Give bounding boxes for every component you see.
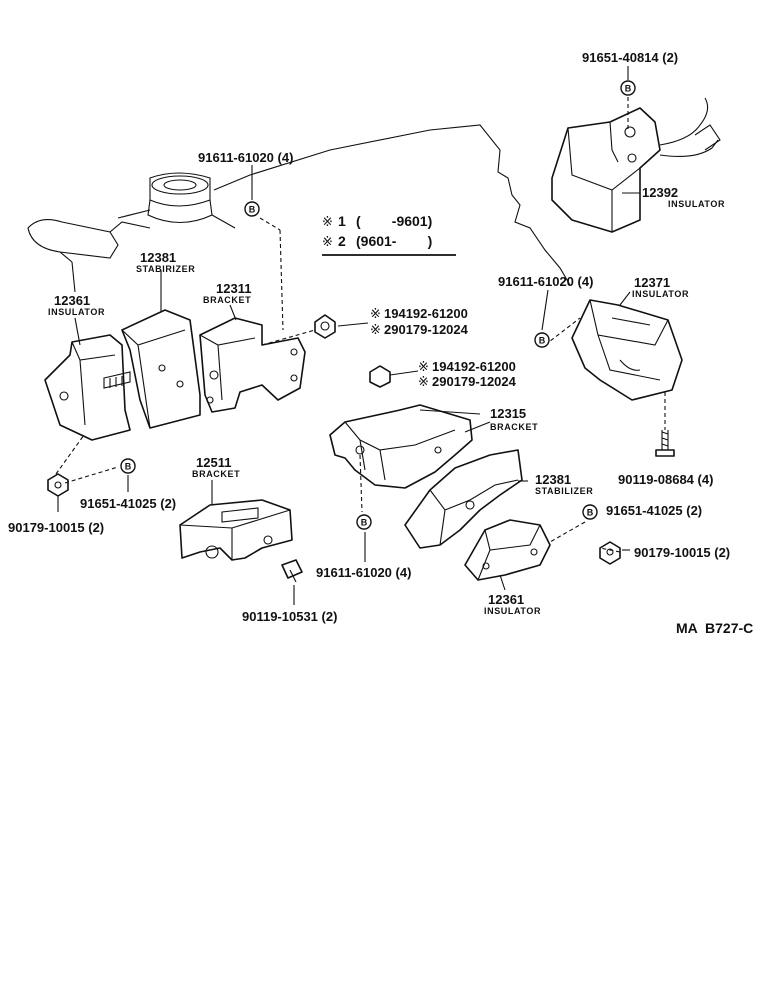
svg-text:B: B [361, 518, 368, 528]
label-90179-left: 90179-10015 (2) [8, 520, 104, 535]
ref-b-circle-1: B [620, 80, 636, 96]
leader-lines [55, 66, 666, 605]
ref-b-circle-6: B [582, 504, 598, 520]
bracket-12315-drawing [329, 404, 473, 489]
engine-block-outline [27, 124, 571, 286]
bolt-90119-08684-drawing [655, 430, 675, 457]
insulator-12361-right-drawing [464, 519, 551, 581]
svg-text:B: B [625, 84, 632, 94]
label-alt-upper-1: 194192-61200 [384, 306, 468, 321]
label-12315: 12315 [490, 406, 526, 421]
svg-text:B: B [249, 205, 256, 215]
label-12311: 12311 [216, 281, 251, 296]
label-12361-left: 12361 [54, 293, 90, 308]
nut-lower-drawing [369, 365, 391, 388]
figure-code: MA B727-C [676, 620, 753, 636]
legend-range-1: ( -9601) [356, 213, 432, 229]
stabilizer-12381-right-drawing [404, 449, 523, 549]
label-90179-right: 90179-10015 (2) [634, 545, 730, 560]
ref-b-circle-5: B [356, 514, 372, 530]
label-12371-name: INSULATOR [632, 289, 689, 299]
insulator-12392-drawing [551, 97, 721, 233]
svg-text:B: B [539, 336, 546, 346]
label-12381-right: 12381 [535, 472, 571, 487]
svg-text:B: B [125, 462, 132, 472]
part-labels: 91651-40814 (2) 12392 INSULATOR 91611-61… [8, 50, 753, 636]
label-12392-name: INSULATOR [668, 199, 725, 209]
label-12381-left-name: STABIRIZER [136, 264, 195, 274]
label-91651-left: 91651-41025 (2) [80, 496, 176, 511]
nut-upper-drawing [314, 314, 336, 339]
svg-text:B: B [587, 508, 594, 518]
nut-right-drawing [599, 541, 621, 565]
alt-mark-upper-2: ※ [370, 323, 381, 338]
alt-mark-lower-2: ※ [418, 375, 429, 390]
legend-num-2: 2 [338, 233, 346, 249]
label-91611-right: 91611-61020 (4) [498, 274, 593, 289]
label-12361-left-name: INSULATOR [48, 307, 105, 317]
label-91651-40814: 91651-40814 (2) [582, 50, 678, 65]
label-12361-right: 12361 [488, 592, 524, 607]
alt-mark-lower-1: ※ [418, 360, 429, 375]
label-12511: 12511 [196, 455, 231, 470]
legend-mark-1: ※ [322, 215, 333, 230]
stabilizer-12381-left-drawing [121, 309, 201, 429]
insulator-12361-left-drawing [44, 334, 131, 441]
label-90119-08684: 90119-08684 (4) [618, 472, 713, 487]
nut-left-drawing [47, 473, 69, 497]
ref-b-circle-4: B [120, 458, 136, 474]
label-90119-10531: 90119-10531 (2) [242, 609, 337, 624]
bracket-12311-drawing [199, 317, 306, 413]
label-91611-bottom: 91611-61020 (4) [316, 565, 411, 580]
legend-mark-2: ※ [322, 235, 333, 250]
bolt-90119-10531-drawing [281, 559, 303, 583]
label-12311-name: BRACKET [203, 295, 251, 305]
label-12381-left: 12381 [140, 250, 176, 265]
label-alt-upper-2: 290179-12024 [384, 322, 469, 337]
label-91651-right: 91651-41025 (2) [606, 503, 702, 518]
legend-num-1: 1 [338, 213, 346, 229]
label-12381-right-name: STABILIZER [535, 486, 593, 496]
label-12371: 12371 [634, 275, 670, 290]
label-12315-name: BRACKET [490, 422, 538, 432]
legend-range-2: (9601- ) [356, 233, 432, 249]
label-12511-name: BRACKET [192, 469, 240, 479]
alt-mark-upper-1: ※ [370, 307, 381, 322]
label-12392: 12392 [642, 185, 678, 200]
label-91611-top: 91611-61020 (4) [198, 150, 293, 165]
version-legend: ※ 1 ( -9601) ※ 2 (9601- ) [322, 213, 456, 256]
ref-b-circle-3: B [534, 332, 550, 348]
insulator-12371-drawing [571, 299, 683, 401]
bracket-12511-drawing [179, 499, 293, 561]
label-alt-lower-2: 290179-12024 [432, 374, 517, 389]
label-alt-lower-1: 194192-61200 [432, 359, 516, 374]
ref-b-circle-2: B [244, 201, 260, 217]
label-12361-right-name: INSULATOR [484, 606, 541, 616]
